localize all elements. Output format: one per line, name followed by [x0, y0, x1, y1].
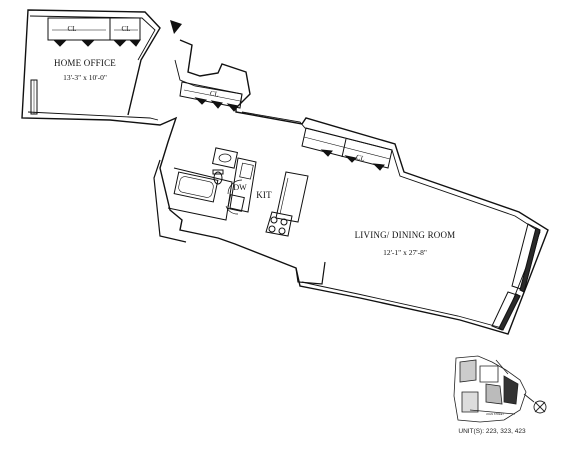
closet-label: CL: [209, 89, 219, 99]
kitchen-label: KIT: [256, 190, 272, 200]
living-room-windows: [491, 223, 541, 331]
key-plan: JOHN STREET UNIT(S): 223, 323, 423: [453, 355, 547, 435]
toilet: [213, 171, 223, 185]
unit-label: UNIT(S): 223, 323, 423: [458, 428, 526, 435]
closet-door-swing: [112, 39, 128, 47]
bathroom: [167, 147, 243, 221]
kitchen: [227, 157, 309, 237]
dishwasher: [227, 194, 245, 212]
living-dining-label: LIVING/ DINING ROOM: [355, 230, 456, 240]
living-room-closets: [301, 127, 393, 171]
closet-door-swing: [80, 39, 96, 47]
key-plan-street-label: JOHN STREET: [486, 412, 504, 416]
entry-arrow-icon: [170, 20, 182, 34]
closet-door-swing: [128, 39, 141, 47]
closet-door-swing: [52, 39, 68, 47]
closet-label: CL: [122, 25, 131, 33]
exterior-walls: [21, 9, 549, 335]
refrigerator: [275, 171, 309, 223]
closet-label: CL: [68, 25, 77, 33]
counter: [229, 157, 257, 213]
dishwasher-label: DW: [233, 183, 247, 192]
range: [265, 211, 293, 237]
closet-label: CL: [355, 153, 366, 163]
home-office-label: HOME OFFICE: [54, 58, 116, 68]
vanity: [211, 147, 239, 169]
home-office-dims: 13'-3" x 10'-0": [63, 73, 107, 82]
north-arrow-icon: [523, 393, 547, 414]
bathtub: [173, 171, 219, 203]
corridor-closet: [179, 81, 243, 112]
living-dining-dims: 12'-1" x 27'-8": [383, 248, 427, 257]
home-office-closets: [30, 17, 141, 115]
